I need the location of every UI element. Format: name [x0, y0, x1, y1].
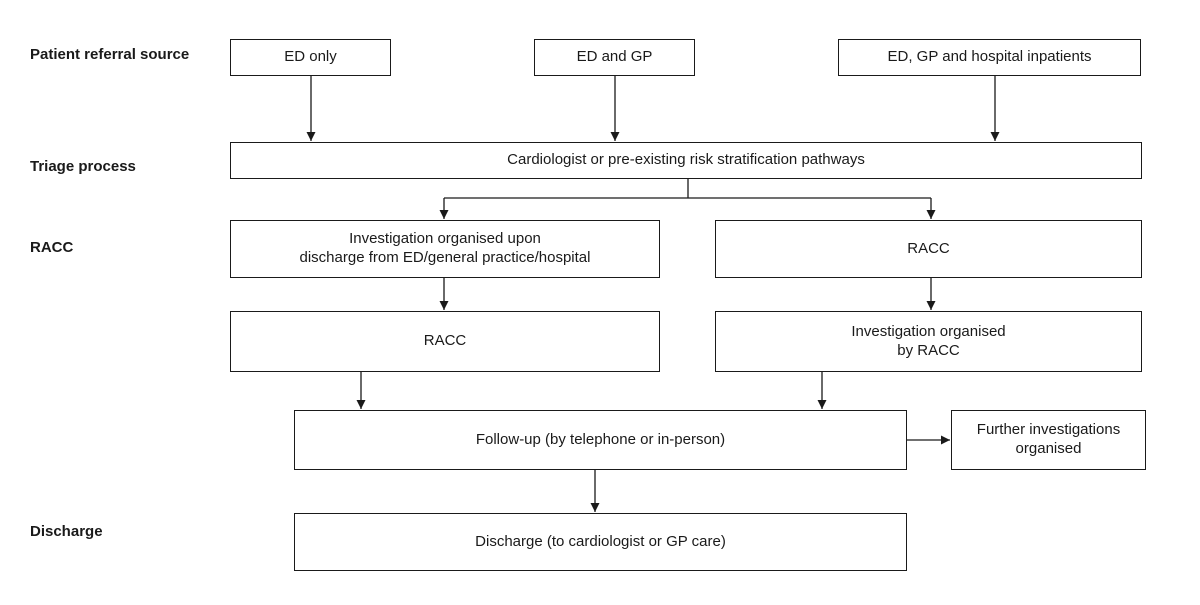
- box-discharge-label: Discharge (to cardiologist or GP care): [475, 532, 726, 550]
- box-triage-label: Cardiologist or pre-existing risk strati…: [507, 151, 865, 169]
- box-racc-right-label: RACC: [907, 239, 950, 257]
- stage-label-referral: Patient referral source: [30, 46, 190, 63]
- box-racc-left: RACC: [230, 311, 660, 372]
- stage-label-triage: Triage process: [30, 158, 136, 175]
- box-ed-only: ED only: [230, 39, 391, 76]
- box-follow-up-label: Follow-up (by telephone or in-person): [475, 430, 726, 448]
- box-further-investigations: Further investigations organised: [951, 410, 1146, 470]
- box-investigation-upon-discharge-label: Investigation organised upon discharge f…: [299, 230, 591, 266]
- box-investigation-by-racc: Investigation organised by RACC: [715, 311, 1142, 372]
- box-ed-gp-hospital-label: ED, GP and hospital inpatients: [887, 48, 1092, 66]
- box-racc-left-label: RACC: [423, 332, 467, 350]
- stage-label-discharge: Discharge: [30, 523, 103, 540]
- box-follow-up: Follow-up (by telephone or in-person): [294, 410, 907, 470]
- box-ed-only-label: ED only: [284, 48, 337, 66]
- stage-label-racc: RACC: [30, 239, 74, 256]
- box-investigation-by-racc-label: Investigation organised by RACC: [851, 322, 1006, 359]
- box-further-investigations-label: Further investigations organised: [976, 421, 1121, 457]
- box-triage: Cardiologist or pre-existing risk strati…: [230, 142, 1142, 179]
- box-investigation-upon-discharge: Investigation organised upon discharge f…: [230, 220, 660, 278]
- box-ed-and-gp-label: ED and GP: [576, 48, 653, 66]
- box-discharge: Discharge (to cardiologist or GP care): [294, 513, 907, 571]
- box-ed-and-gp: ED and GP: [534, 39, 695, 76]
- box-racc-right: RACC: [715, 220, 1142, 278]
- box-ed-gp-hospital: ED, GP and hospital inpatients: [838, 39, 1141, 76]
